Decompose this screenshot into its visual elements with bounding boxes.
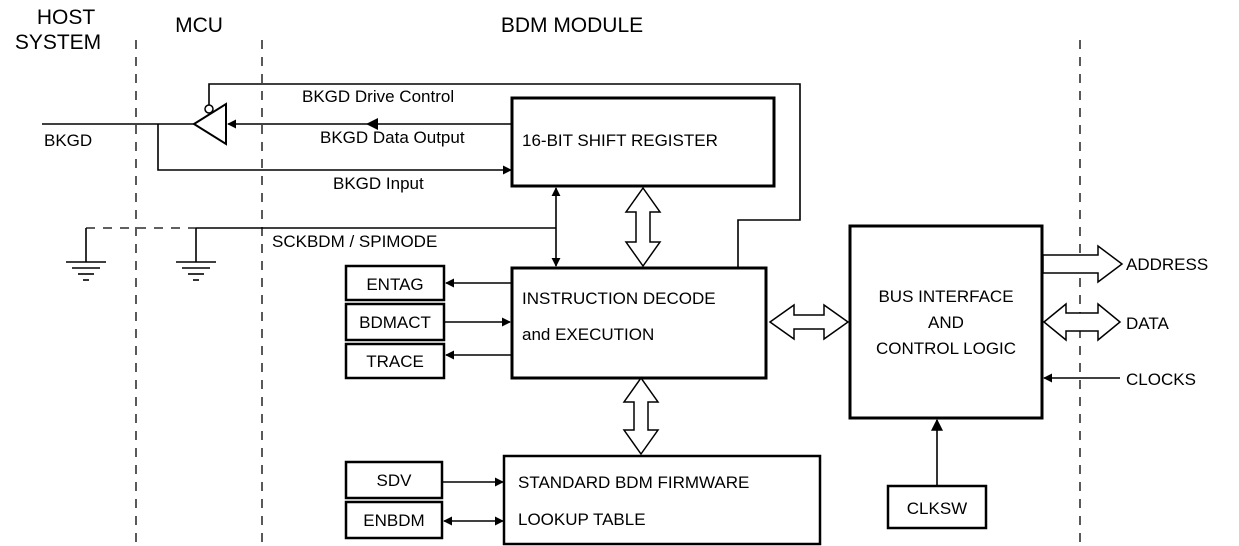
clksw-block	[886, 484, 988, 530]
address-label: ADDRESS	[1126, 255, 1208, 274]
bkgd-input-line	[157, 124, 512, 175]
bus-interface-label-line2: AND	[928, 313, 964, 332]
shift-register-label: 16-BIT SHIFT REGISTER	[522, 131, 718, 150]
entag-label: ENTAG	[366, 275, 423, 294]
drive-control-label: BKGD Drive Control	[302, 87, 454, 106]
bus-interface-label-line1: BUS INTERFACE	[878, 287, 1013, 306]
firmware-label-line2: LOOKUP TABLE	[518, 510, 646, 529]
enbdm-block	[344, 500, 444, 540]
instr-bus-interface-arrow	[768, 303, 850, 341]
header-mcu: MCU	[175, 14, 223, 37]
data-output-label: BKGD Data Output	[320, 128, 465, 147]
instr-firmware-bus-arrow	[622, 376, 660, 456]
header-bdm-module: BDM MODULE	[501, 14, 643, 37]
buffer-enable-bubble	[204, 104, 214, 114]
instruction-decode-label-line2: and EXECUTION	[522, 325, 654, 344]
instruction-decode-label-line1: INSTRUCTION DECODE	[522, 289, 716, 308]
data-label: DATA	[1126, 314, 1169, 333]
host-ground-icon	[66, 261, 106, 281]
data-output-mid-arrow	[366, 118, 378, 130]
header-host-line1: HOST	[37, 6, 96, 29]
bus-interface-label-line3: CONTROL LOGIC	[876, 339, 1016, 358]
shift-register-block	[510, 96, 776, 188]
clocks-label: CLOCKS	[1126, 370, 1196, 389]
address-bus-arrow	[1042, 244, 1124, 284]
header-host-line2: SYSTEM	[15, 31, 101, 54]
trace-block	[344, 342, 446, 380]
clksw-label: CLKSW	[907, 499, 967, 518]
bkgd-pin-label: BKGD	[44, 131, 92, 150]
bkgd-output-buffer	[192, 102, 227, 146]
drive-control-line	[208, 83, 801, 268]
mcu-ground-icon	[176, 261, 216, 281]
sr-instr-bus-arrow	[624, 186, 662, 268]
bkgd-input-label: BKGD Input	[333, 174, 424, 193]
firmware-label-line1: STANDARD BDM FIRMWARE	[518, 473, 749, 492]
sdv-label: SDV	[377, 471, 413, 490]
bus-interface-block	[848, 224, 1044, 420]
enbdm-label: ENBDM	[363, 511, 424, 530]
sckbdm-label: SCKBDM / SPIMODE	[272, 232, 437, 251]
instruction-decode-block	[510, 266, 768, 380]
entag-block	[344, 264, 446, 302]
bdmact-label: BDMACT	[359, 313, 431, 332]
data-bus-arrow	[1042, 302, 1122, 342]
trace-label: TRACE	[366, 352, 424, 371]
firmware-lookup-block	[502, 454, 822, 546]
bdmact-block	[344, 302, 446, 342]
sdv-block	[344, 460, 444, 500]
